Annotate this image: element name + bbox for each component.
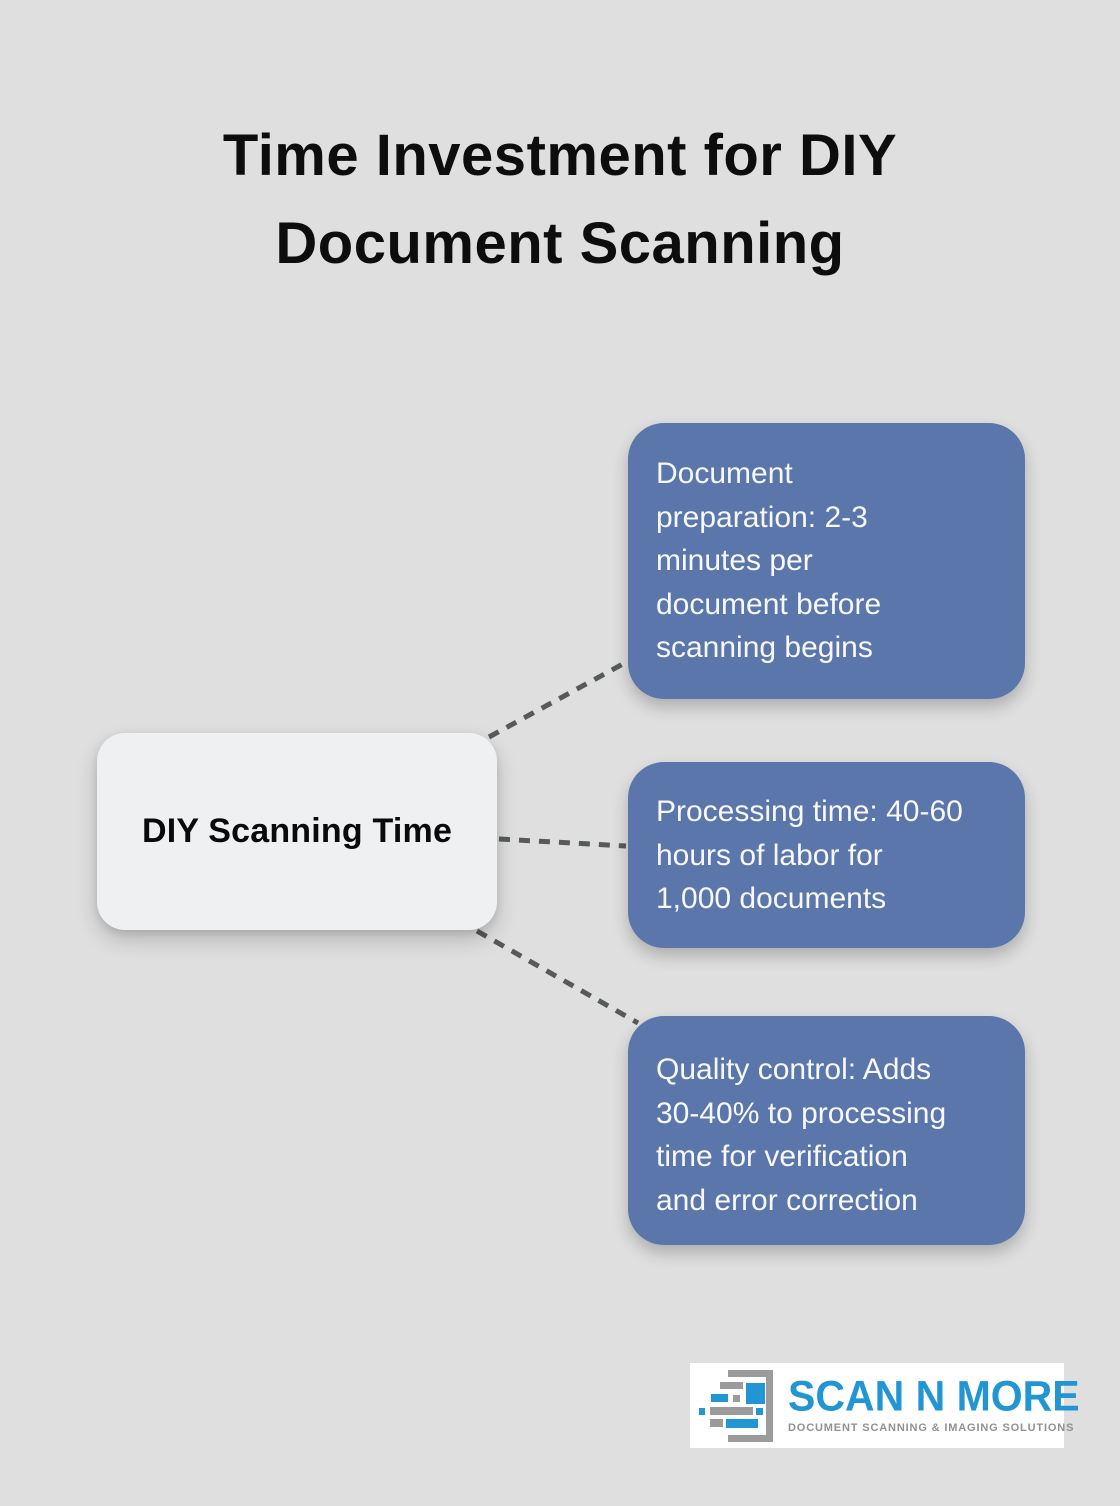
logo-tagline: DOCUMENT SCANNING & IMAGING SOLUTIONS	[788, 1422, 1075, 1434]
branch-box-processing-time: Processing time: 40-60 hours of labor fo…	[628, 762, 1025, 948]
document-outline-shape	[728, 1369, 773, 1442]
pixel-bar	[699, 1407, 705, 1415]
pixel-bar	[756, 1407, 763, 1415]
connector-line-middle	[498, 836, 627, 849]
logo-text-block: SCAN N MORE DOCUMENT SCANNING & IMAGING …	[788, 1371, 1080, 1434]
branch-text-line: preparation: 2-3	[656, 500, 868, 534]
branch-box-document-preparation: Document preparation: 2-3 minutes per do…	[628, 423, 1025, 699]
pixel-bar	[746, 1382, 765, 1404]
branch-text-line: 30-40% to processing	[656, 1096, 947, 1130]
pixel-bar	[720, 1381, 743, 1389]
branch-text-line: Document	[656, 457, 793, 490]
branch-box-quality-control: Quality control: Adds 30-40% to processi…	[628, 1016, 1025, 1245]
branch-text-line: and error correction	[656, 1183, 918, 1217]
branch-text-line: Quality control: Adds	[656, 1053, 932, 1086]
pixel-bar	[711, 1393, 728, 1402]
pixel-bar	[733, 1394, 740, 1402]
document-scan-pixels-icon	[698, 1369, 774, 1443]
branch-text-line: Processing time: 40-60	[656, 795, 963, 828]
branch-text-line: document before	[656, 587, 882, 621]
connector-line-top	[487, 656, 634, 740]
page-title: Time Investment for DIY Document Scannin…	[0, 112, 1120, 288]
page-title-line1: Time Investment for DIY	[222, 123, 898, 188]
pixel-bar	[710, 1418, 723, 1427]
logo-brand-name: SCAN N MORE	[788, 1371, 1080, 1421]
branch-text-line: minutes per	[656, 544, 813, 577]
pixel-bar	[726, 1418, 758, 1428]
center-node-label: DIY Scanning Time	[141, 812, 453, 850]
center-node-diy-scanning-time: DIY Scanning Time	[97, 733, 497, 930]
branch-text-line: time for verification	[656, 1140, 908, 1173]
branch-text-line: scanning begins	[656, 631, 873, 664]
branch-text-line: hours of labor for	[656, 838, 883, 872]
page-title-line2: Document Scanning	[275, 211, 845, 276]
branch-text-line: 1,000 documents	[656, 882, 887, 915]
connector-line-bottom	[475, 928, 640, 1026]
pixel-bar	[710, 1406, 753, 1415]
scan-n-more-logo: SCAN N MORE DOCUMENT SCANNING & IMAGING …	[690, 1363, 1080, 1448]
